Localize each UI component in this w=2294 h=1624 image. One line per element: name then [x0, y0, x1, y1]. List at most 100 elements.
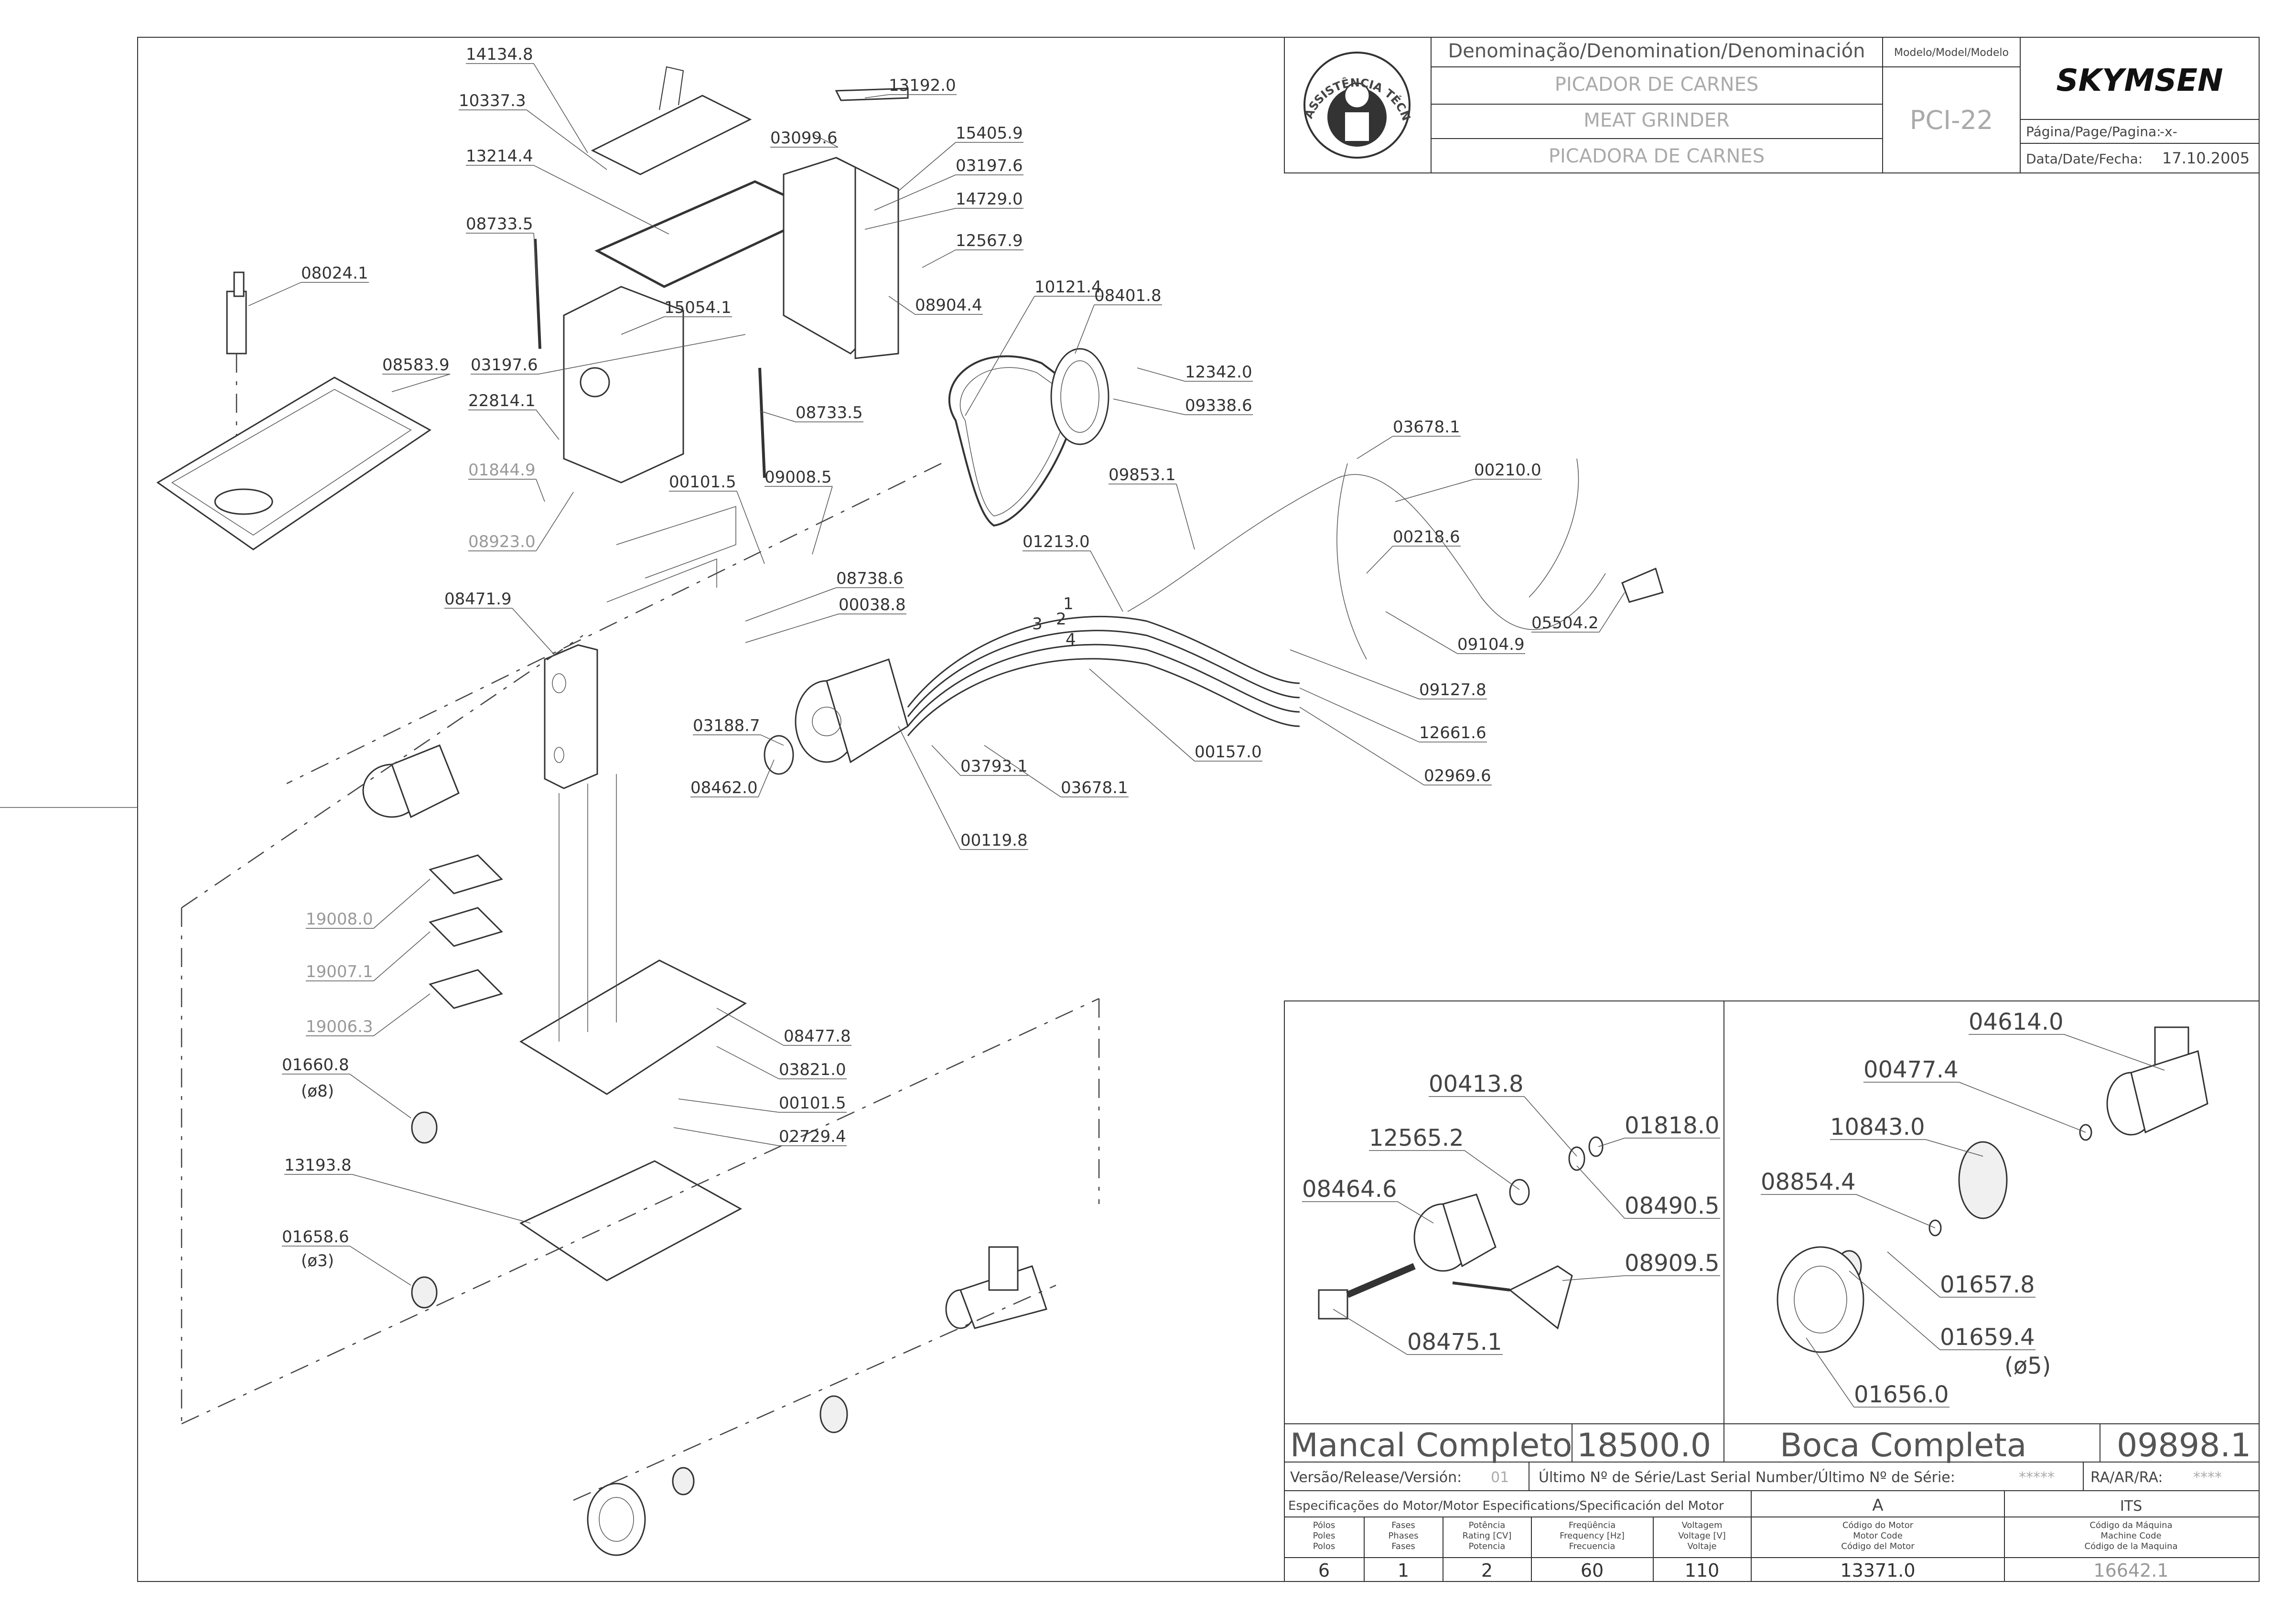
part-label: 19008.0 — [306, 910, 373, 929]
motor-voltage: 110 — [1685, 1560, 1720, 1581]
part-label: 08733.5 — [796, 403, 863, 422]
svg-text:Potencia: Potencia — [1469, 1541, 1506, 1551]
brand-logo: SKYMSEN — [2056, 63, 2223, 98]
leader-line — [538, 334, 746, 375]
leader-line — [1524, 1096, 1577, 1157]
svg-text:Código del Motor: Código del Motor — [1841, 1541, 1915, 1551]
leader-line — [533, 233, 538, 287]
version-label: Versão/Release/Versión: — [1290, 1469, 1462, 1486]
part-label: 14134.8 — [466, 45, 533, 64]
detail-panels — [1284, 1000, 2260, 1450]
page-value: -x- — [2160, 124, 2177, 140]
model-code: PCI-22 — [1910, 105, 1993, 135]
svg-text:Código do Motor: Código do Motor — [1842, 1520, 1914, 1530]
screen-8mm — [411, 1111, 438, 1144]
model-header: Modelo/Model/Modelo — [1894, 47, 2009, 59]
leader-line — [1856, 1194, 1936, 1228]
pulley-part — [1050, 348, 1109, 445]
leader-line — [673, 1127, 779, 1146]
part-label: 08738.6 — [836, 569, 904, 588]
leader-line — [536, 409, 560, 440]
leader-line — [716, 1046, 779, 1079]
serial-label: Último Nº de Série/Last Serial Number/Úl… — [1539, 1468, 1955, 1486]
svg-text:Motor Code: Motor Code — [1853, 1531, 1903, 1541]
wire-number: 1 — [1063, 594, 1074, 613]
leader-line — [760, 734, 784, 746]
leader-line — [349, 1074, 411, 1119]
leader-line — [1089, 668, 1195, 762]
part-label: 08471.9 — [444, 590, 512, 609]
svg-text:Frequency [Hz]: Frequency [Hz] — [1560, 1531, 1625, 1541]
leader-line — [1333, 1309, 1408, 1355]
motor-values: 6 1 2 60 110 13371.0 16642.1 — [1318, 1560, 2169, 1581]
wire-number: 3 — [1032, 614, 1043, 634]
leader-line — [1113, 398, 1185, 415]
part-label: 08583.9 — [382, 355, 450, 375]
bearing-part-labels: 00413.801818.012565.208490.508464.608909… — [1302, 1071, 1720, 1355]
svg-text:Voltaje: Voltaje — [1687, 1541, 1716, 1551]
svg-text:Pólos: Pólos — [1313, 1520, 1335, 1530]
part-label: 01660.8 — [282, 1055, 349, 1075]
leader-line — [373, 993, 431, 1036]
part-label: 08904.4 — [915, 296, 982, 315]
leader-line — [1385, 611, 1458, 654]
svg-text:Phases: Phases — [1388, 1531, 1418, 1541]
svg-text:Fases: Fases — [1391, 1541, 1415, 1551]
motor-col-its: ITS — [2120, 1498, 2142, 1515]
detail-part-label: 08464.6 — [1302, 1176, 1397, 1203]
leader-line — [965, 296, 1035, 416]
part-label: 00038.8 — [839, 595, 906, 614]
leader-line — [864, 94, 889, 98]
part-label: 03099.6 — [770, 129, 838, 148]
name-en: MEAT GRINDER — [1583, 109, 1730, 131]
part-label: 03197.6 — [956, 156, 1023, 175]
motor-phases: 1 — [1398, 1560, 1409, 1581]
leader-line — [922, 249, 956, 268]
leader-line — [812, 486, 833, 555]
leader-line — [678, 1098, 779, 1113]
detail-part-label: 00477.4 — [1863, 1056, 1959, 1083]
leader-line — [888, 296, 915, 315]
svg-text:Voltage [V]: Voltage [V] — [1678, 1531, 1726, 1541]
part-label: 02969.6 — [1424, 766, 1491, 785]
part-label: 19007.1 — [306, 962, 373, 981]
base-plate — [519, 959, 747, 1095]
version-value: 01 — [1491, 1469, 1509, 1486]
leader-line — [533, 63, 588, 153]
detail-part-label: 10843.0 — [1830, 1114, 1925, 1140]
part-label: 12567.9 — [956, 231, 1023, 250]
part-label: 01844.9 — [468, 461, 536, 480]
part-label: 09008.5 — [765, 468, 832, 487]
motor-code: 13371.0 — [1840, 1560, 1915, 1581]
leader-line — [745, 587, 837, 622]
part-label: 22814.1 — [468, 391, 536, 410]
part-label: 10337.3 — [459, 91, 526, 110]
part-label: 00101.5 — [779, 1094, 846, 1113]
detail-part-label: 08854.4 — [1761, 1169, 1856, 1195]
motor-spec-header: Especificações do Motor/Motor Especifica… — [1288, 1499, 1724, 1513]
part-label: 15405.9 — [956, 124, 1023, 143]
leader-line — [745, 613, 839, 643]
wire-numbers: 1 2 3 4 — [1032, 594, 1076, 649]
wire-number: 4 — [1066, 630, 1076, 649]
denomination-header: Denominação/Denomination/Denominación — [1448, 40, 1865, 62]
ra-value: **** — [2193, 1469, 2222, 1486]
leader-line — [984, 745, 1061, 797]
leader-line — [898, 142, 956, 192]
part-label: 00101.5 — [669, 473, 736, 492]
leader-line — [391, 374, 451, 392]
svg-text:Rating [CV]: Rating [CV] — [1463, 1531, 1512, 1541]
ra-label: RA/AR/RA: — [2090, 1469, 2163, 1486]
leader-line — [1366, 546, 1393, 574]
leader-line — [736, 491, 765, 564]
part-label: 03197.6 — [471, 355, 538, 375]
svg-text:Código de la Maquina: Código de la Maquina — [2085, 1541, 2178, 1551]
leader-line — [931, 745, 961, 776]
leader-line — [1397, 1201, 1434, 1224]
part-label: 08024.1 — [301, 264, 368, 283]
mouth-part-labels: 04614.000477.410843.008854.401657.801659… — [1761, 1009, 2165, 1408]
leader-line — [759, 410, 796, 422]
svg-text:Poles: Poles — [1313, 1531, 1335, 1541]
leader-line — [1925, 1139, 1983, 1157]
